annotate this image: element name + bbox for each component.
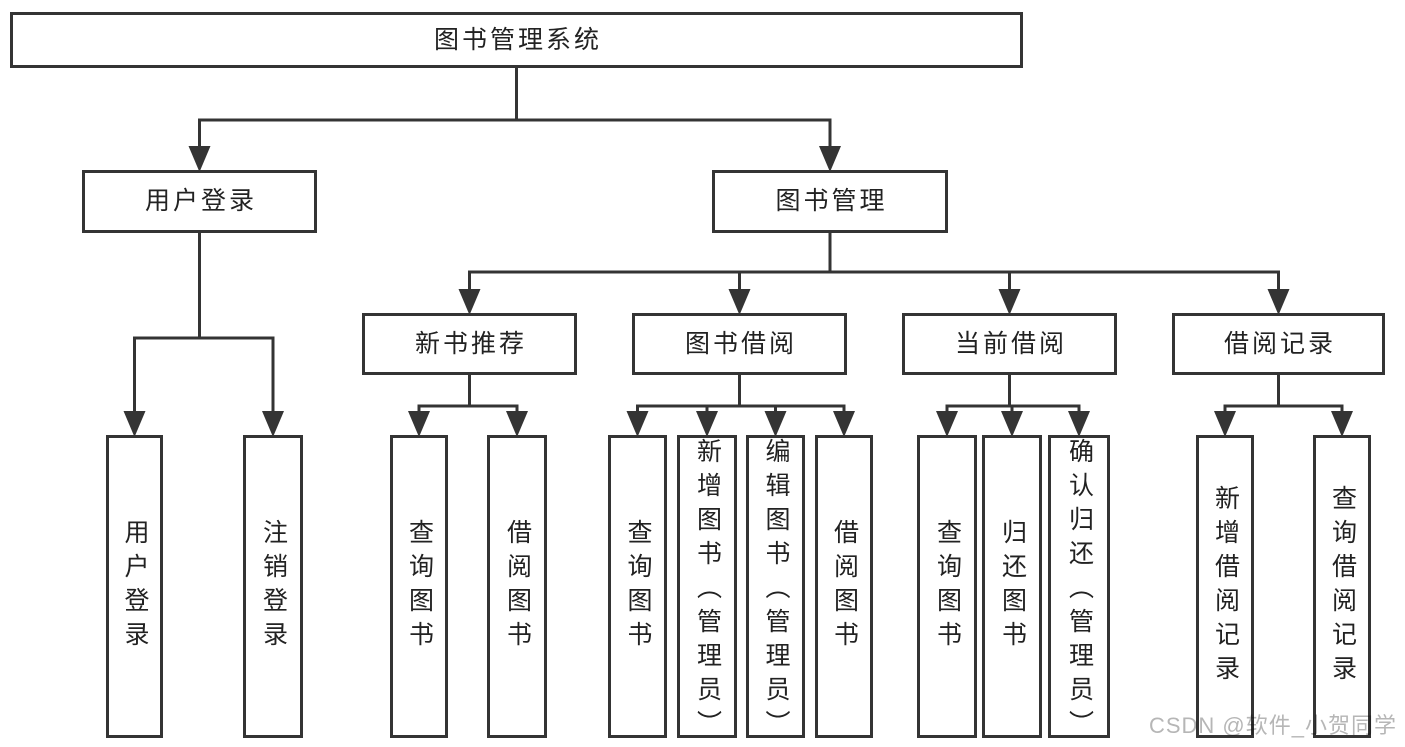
diagram-node-leaf-logout: 注销登录 [243,435,303,738]
diagram-node-leaf-query-book-1: 查询图书 [390,435,448,738]
diagram-node-leaf-user-login: 用户登录 [106,435,163,738]
diagram-node-leaf-query-book-3: 查询图书 [917,435,977,738]
diagram-node-records: 借阅记录 [1172,313,1385,375]
diagram-node-leaf-borrow-book-2: 借阅图书 [815,435,873,738]
diagram-node-newbook: 新书推荐 [362,313,577,375]
diagram-node-leaf-borrow-book-1: 借阅图书 [487,435,547,738]
diagram-node-mgmt: 图书管理 [712,170,948,233]
diagram-node-root: 图书管理系统 [10,12,1023,68]
diagram-node-leaf-query-book-2: 查询图书 [608,435,667,738]
diagram-node-borrow: 图书借阅 [632,313,847,375]
diagram-node-leaf-query-record: 查询借阅记录 [1313,435,1371,738]
diagram-node-current: 当前借阅 [902,313,1117,375]
diagram-node-leaf-add-record: 新增借阅记录 [1196,435,1254,738]
diagram-node-leaf-edit-book: 编辑图书（管理员） [746,435,805,744]
diagram-node-login: 用户登录 [82,170,317,233]
diagram-node-leaf-return-book: 归还图书 [982,435,1042,738]
diagram-node-leaf-confirm-return: 确认归还（管理员） [1048,435,1110,744]
csdn-watermark: CSDN @软件_小贺同学 [1148,713,1397,738]
diagram-node-leaf-add-book: 新增图书（管理员） [677,435,737,744]
